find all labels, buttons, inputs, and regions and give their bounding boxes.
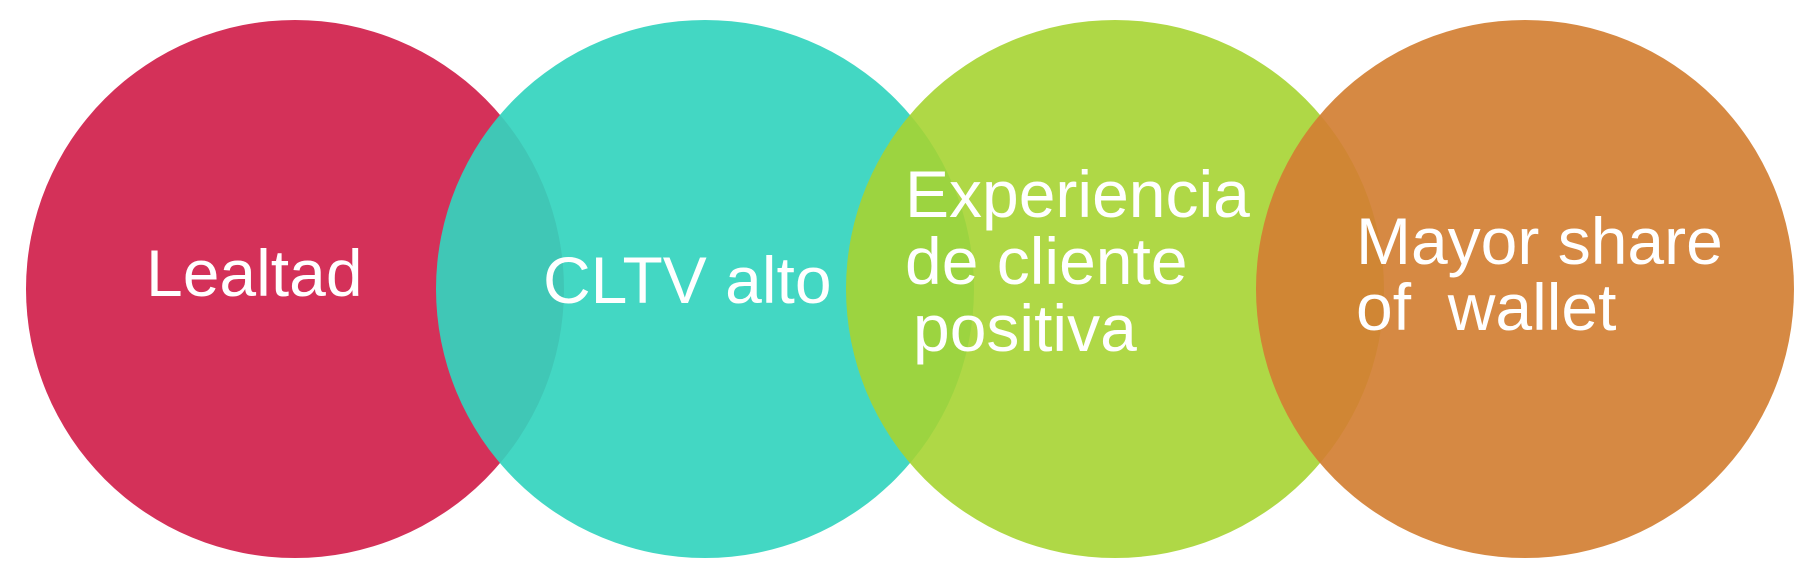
label-line: of wallet: [1356, 270, 1617, 344]
label-mayor-share-of-wallet: Mayor share of wallet: [1356, 208, 1723, 340]
label-line: CLTV alto: [543, 243, 832, 317]
label-lealtad: Lealtad: [146, 240, 363, 307]
circle-experiencia-cliente: [846, 20, 1384, 558]
label-cltv-alto: CLTV alto: [543, 247, 832, 314]
label-line: positiva: [913, 291, 1137, 365]
label-line: de cliente: [905, 224, 1188, 298]
label-experiencia-cliente: Experiencia de cliente positiva: [905, 161, 1250, 362]
label-line: Experiencia: [905, 157, 1250, 231]
label-line: Mayor share: [1356, 204, 1723, 278]
label-line: Lealtad: [146, 236, 363, 310]
circle-mayor-share: [1256, 20, 1794, 558]
circle-lealtad: [26, 20, 564, 558]
circle-cltv-alto: [436, 20, 974, 558]
